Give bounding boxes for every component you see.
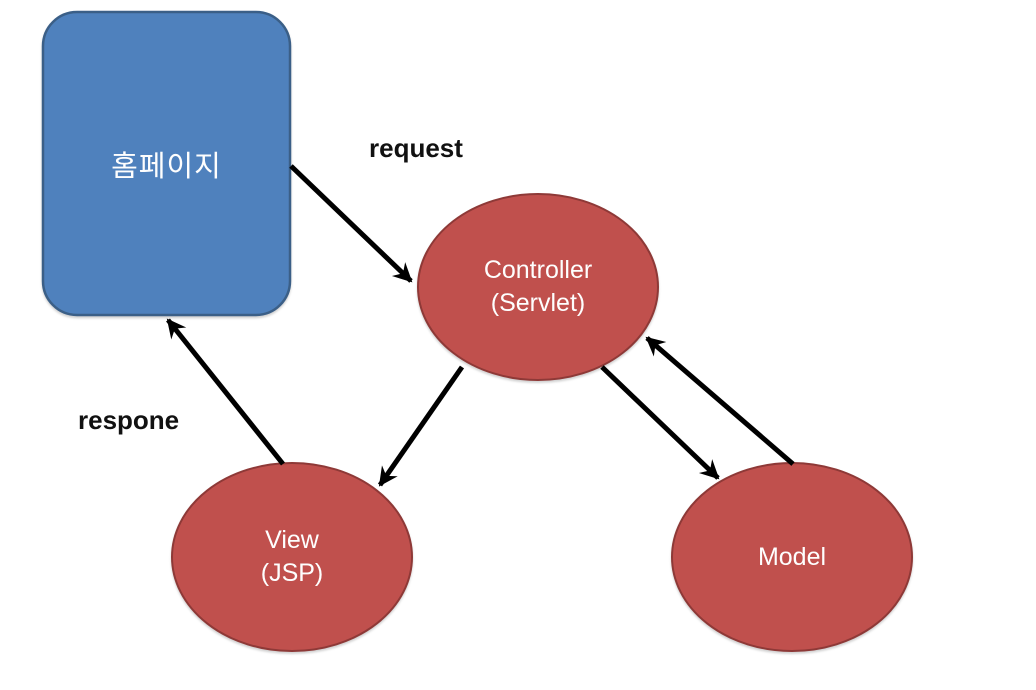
controller-ellipse-shape: [417, 193, 659, 381]
response-arrow: [166, 318, 285, 466]
response-edge-label: respone: [78, 405, 180, 435]
model-ellipse-shape: [671, 462, 913, 652]
model-to-controller-arrow: [645, 336, 795, 466]
view-ellipse-shape: [171, 462, 413, 652]
request-edge-label: request: [369, 133, 463, 163]
request-arrow: [289, 164, 413, 283]
controller-to-view-arrow: [377, 365, 465, 487]
controller-to-model-arrow: [600, 365, 720, 480]
homepage-box-shape: [41, 10, 292, 317]
